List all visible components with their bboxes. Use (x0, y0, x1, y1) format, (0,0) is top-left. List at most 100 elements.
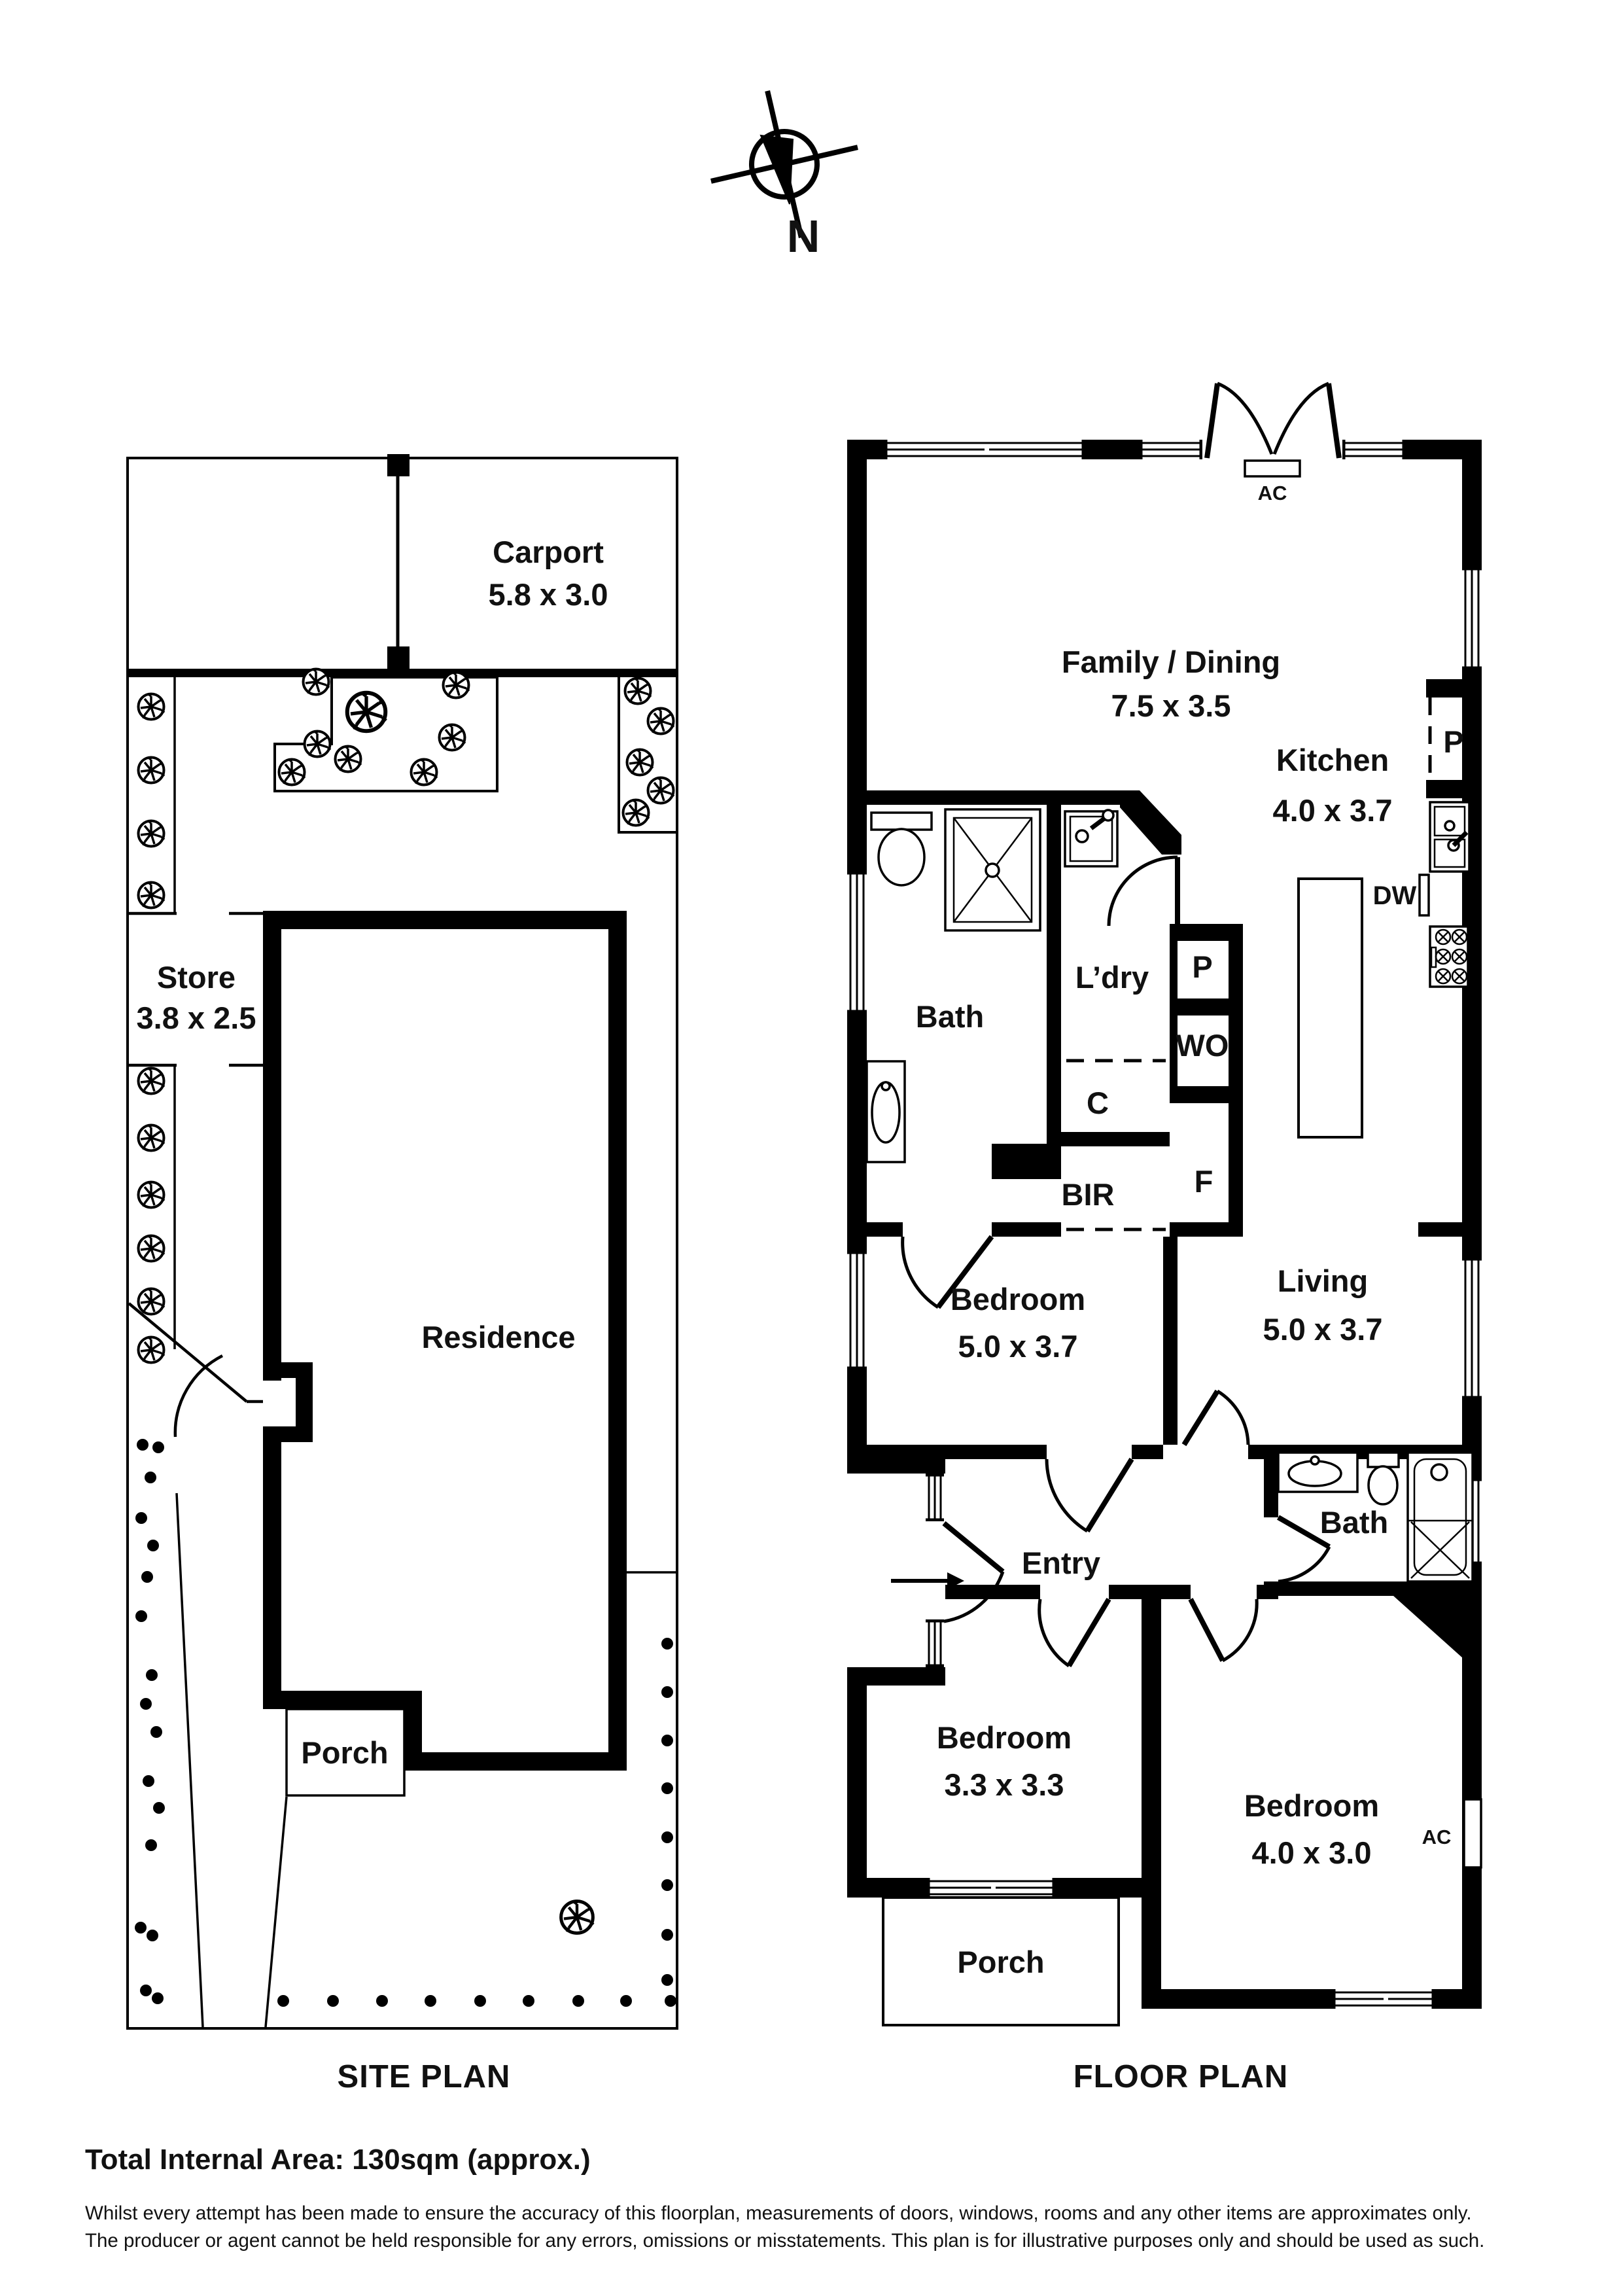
window (928, 1878, 1055, 1898)
shrub-icon (277, 1995, 289, 2007)
site-porch-label: Porch (301, 1735, 388, 1770)
bedroom3-door (1188, 1598, 1259, 1663)
bedroom1-label: Bedroom (951, 1282, 1085, 1316)
bath2-label: Bath (1320, 1505, 1388, 1540)
window (1462, 568, 1482, 669)
total-area-label: Total Internal Area: 130sqm (approx.) (85, 2144, 591, 2176)
tree-icon (561, 1901, 593, 1934)
laundry-trough-icon (1064, 809, 1119, 868)
carport-post (387, 454, 410, 476)
tree-icon (137, 1234, 166, 1263)
tree-icon (137, 819, 166, 848)
shrub-icon (153, 1802, 165, 1814)
window (926, 1620, 944, 1667)
bath2-fixtures (1277, 1451, 1474, 1583)
bedroom3-label: Bedroom (1244, 1788, 1379, 1823)
kitchen-dims: 4.0 x 3.7 (1273, 793, 1393, 828)
bir-label: BIR (1062, 1177, 1115, 1212)
window (1333, 1989, 1434, 2009)
shrub-icon (425, 1995, 436, 2007)
bedroom1-dims: 5.0 x 3.7 (958, 1329, 1078, 1364)
floorplan-porch: Porch (882, 1896, 1120, 2026)
bottom-windows (928, 1878, 1434, 2009)
tree-icon (347, 693, 386, 732)
bedroom2-dims: 3.3 x 3.3 (945, 1767, 1064, 1802)
bedroom2-label: Bedroom (937, 1720, 1072, 1755)
bath1-fixtures (865, 808, 1119, 1163)
disclaimer-line2: The producer or agent cannot be held res… (85, 2230, 1484, 2252)
carport-wall (128, 669, 677, 677)
entry-nook (891, 1474, 1005, 1667)
front-door-opening (924, 1521, 945, 1619)
north-label: N (787, 211, 820, 262)
top-windows: AC (885, 381, 1405, 504)
room-labels: Family / Dining 7.5 x 3.5 Kitchen 4.0 x … (916, 645, 1464, 1870)
kitchen-fixtures: DW (1297, 801, 1471, 1139)
interior-walls (847, 679, 1482, 2009)
site-plan: Carport 5.8 x 3.0 Store 3.8 x 2.5 (126, 454, 678, 2094)
shrub-icon (145, 1472, 156, 1483)
carport-post (387, 646, 410, 669)
disclaimer-line1: Whilst every attempt has been made to en… (85, 2202, 1472, 2224)
window (1462, 1258, 1482, 1398)
window (885, 440, 1084, 459)
ac-label: AC (1258, 482, 1287, 504)
shrub-icon (661, 1831, 673, 1843)
doors (901, 855, 1331, 1668)
shrub-icon (661, 1879, 673, 1891)
residence: Residence (263, 911, 627, 1771)
tree-icon (442, 671, 470, 699)
island-bench (1297, 877, 1363, 1139)
toilet-icon (870, 811, 933, 887)
floor-plan: AC (847, 381, 1482, 2094)
shrub-icon (147, 1930, 158, 1941)
footer: Total Internal Area: 130sqm (approx.) Wh… (85, 2144, 1484, 2252)
shrub-icon (147, 1540, 159, 1551)
shrub-icon (661, 1974, 673, 1986)
store-label: Store (157, 960, 236, 995)
carport-label: Carport (493, 535, 604, 569)
toilet-icon (1367, 1451, 1400, 1506)
family-dining-dims: 7.5 x 3.5 (1111, 688, 1231, 723)
tree-icon (137, 1180, 166, 1209)
site-paths (128, 1302, 677, 2028)
tree-icon (277, 758, 306, 786)
dishwasher: DW (1373, 874, 1430, 917)
wall-oven-label: WO (1176, 1028, 1229, 1063)
bath2-door (1277, 1515, 1331, 1583)
shrubs (135, 1439, 676, 2007)
site-porch: Porch (285, 1708, 406, 1797)
french-doors (1202, 381, 1342, 462)
shrub-icon (620, 1995, 632, 2007)
shrub-icon (135, 1610, 147, 1622)
shrub-icon (661, 1929, 673, 1941)
living-door (1181, 1389, 1250, 1447)
shrub-icon (661, 1686, 673, 1698)
shrub-icon (140, 1985, 152, 1996)
tree-icon (410, 758, 438, 786)
garden-beds: Store 3.8 x 2.5 (128, 676, 677, 1349)
floor-plan-title: FLOOR PLAN (1073, 2059, 1288, 2094)
tree-icon (625, 748, 654, 777)
family-dining-label: Family / Dining (1062, 645, 1280, 679)
shrub-icon (523, 1995, 534, 2007)
vanity-icon (1277, 1451, 1359, 1493)
entry-label: Entry (1022, 1545, 1100, 1580)
shrub-icon (665, 1995, 676, 2007)
tree-icon (302, 667, 330, 696)
shrub-icon (135, 1922, 147, 1934)
entry-arrow-icon (891, 1572, 964, 1589)
cooktop-icon (1429, 925, 1469, 988)
laundry-label: L’dry (1075, 960, 1149, 995)
window (1343, 440, 1405, 459)
tree-icon (334, 745, 362, 773)
tree-icon (646, 707, 675, 735)
joinery (1066, 698, 1432, 1231)
laundry-door (1107, 855, 1180, 927)
shower-icon (944, 808, 1041, 932)
shrub-icon (152, 1441, 164, 1453)
tree-icon (646, 776, 675, 805)
tree-icon (623, 677, 652, 705)
tree-icon (621, 798, 650, 827)
